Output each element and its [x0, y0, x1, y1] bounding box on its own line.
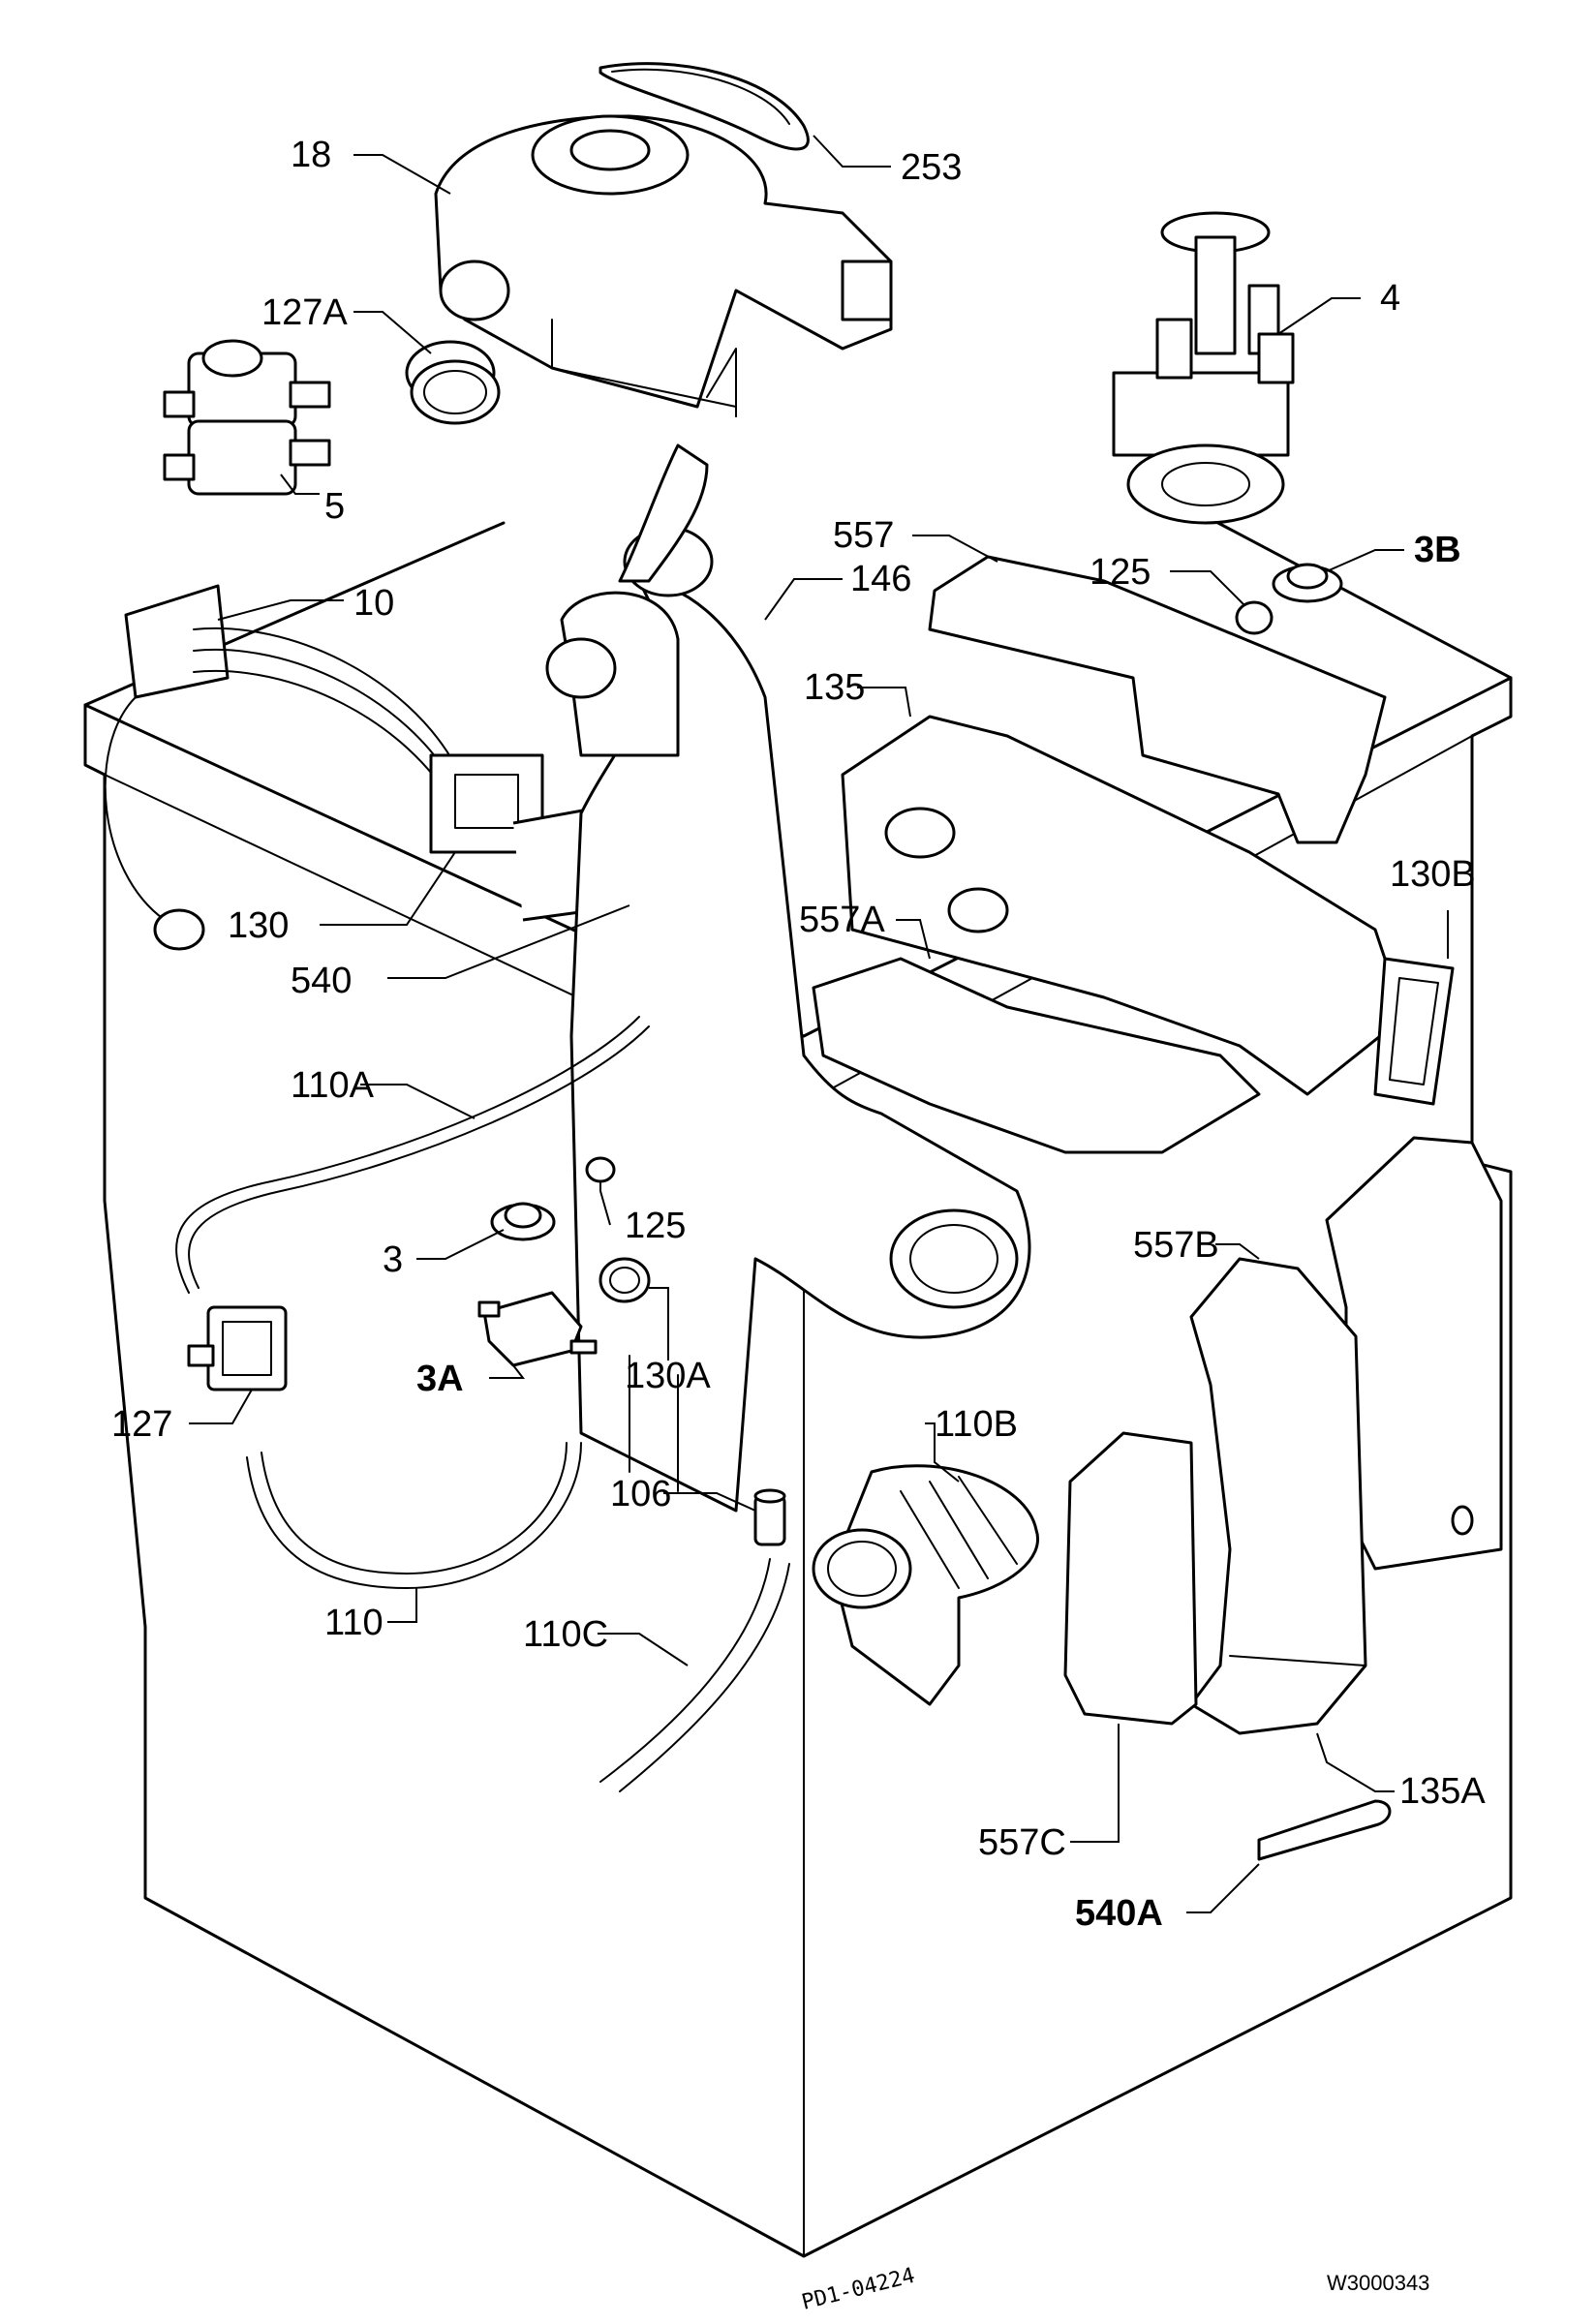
drawing-code: W3000343 — [1327, 2271, 1429, 2295]
hose-110A — [175, 1016, 650, 1294]
part-labels: 18 253 127A 4 5 557 146 125 3B 10 135 13… — [111, 135, 1486, 1934]
label-18: 18 — [291, 135, 331, 175]
label-125-middle: 125 — [625, 1206, 686, 1246]
label-125-top: 125 — [1090, 552, 1151, 593]
label-130: 130 — [228, 905, 289, 946]
pressure-switch-127 — [187, 1305, 288, 1391]
label-127A: 127A — [261, 292, 348, 333]
label-110: 110 — [324, 1603, 384, 1643]
label-540A: 540A — [1075, 1893, 1163, 1934]
pump-motor-4 — [1112, 211, 1295, 525]
label-253: 253 — [901, 147, 962, 188]
belt-253 — [598, 62, 810, 151]
clip-540A — [1257, 1799, 1392, 1861]
label-4: 4 — [1380, 278, 1400, 319]
hose-110 — [246, 1442, 582, 1589]
o-ring-125-middle — [585, 1156, 616, 1183]
o-ring-125-top — [1235, 600, 1274, 635]
duct-146 — [545, 443, 1031, 1513]
handwritten-code: PD1-04224 — [799, 2264, 917, 2315]
label-130A: 130A — [625, 1356, 711, 1396]
label-130B: 130B — [1390, 854, 1476, 895]
label-135: 135 — [804, 667, 865, 708]
label-3B: 3B — [1414, 530, 1461, 570]
label-557B: 557B — [1133, 1225, 1219, 1266]
cover-557C — [1063, 1431, 1198, 1726]
leader-lines — [189, 135, 1449, 1913]
fan-housing-18 — [434, 114, 893, 417]
thermostat-3 — [490, 1202, 556, 1241]
nozzle-106 — [753, 1488, 786, 1546]
thermostat-3B — [1272, 563, 1343, 603]
cover-557A — [812, 957, 1261, 1154]
label-110A: 110A — [291, 1065, 375, 1106]
label-10: 10 — [353, 583, 394, 624]
heating-element-10 — [104, 584, 544, 951]
label-540: 540 — [291, 961, 352, 1001]
solenoid-valve-5 — [163, 339, 331, 496]
label-106: 106 — [610, 1474, 671, 1514]
cover-557 — [928, 555, 1387, 844]
duct-135A — [1189, 1257, 1367, 1735]
label-3: 3 — [383, 1239, 403, 1280]
label-110C: 110C — [523, 1614, 608, 1655]
label-3A: 3A — [416, 1359, 464, 1399]
gasket-130B — [1373, 957, 1455, 1106]
label-146: 146 — [850, 559, 911, 599]
label-557: 557 — [833, 515, 894, 556]
bellows-110B — [812, 1464, 1039, 1706]
label-5: 5 — [324, 486, 345, 527]
thermostat-3A — [477, 1291, 598, 1367]
label-127: 127 — [111, 1404, 172, 1445]
label-135A: 135A — [1399, 1771, 1486, 1812]
label-557C: 557C — [978, 1822, 1066, 1863]
gasket-127A — [405, 340, 501, 425]
label-557A: 557A — [799, 900, 885, 940]
air-duct-135 — [841, 715, 1406, 1096]
gasket-130A — [598, 1257, 651, 1303]
label-110B: 110B — [935, 1404, 1018, 1445]
hose-110C — [599, 1558, 790, 1792]
